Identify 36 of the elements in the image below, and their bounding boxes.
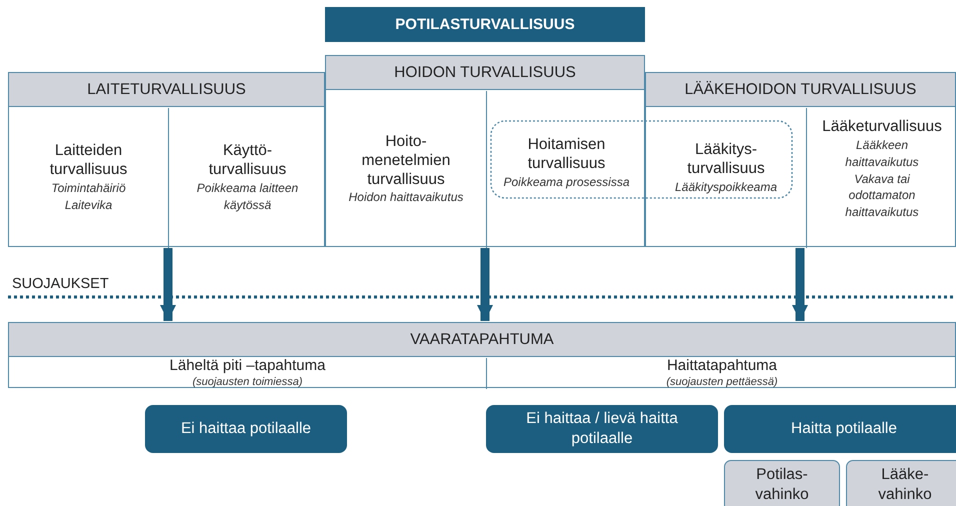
section-header: VAARATAPAHTUMA — [9, 323, 955, 357]
section-label: SUOJAUKSET — [12, 276, 109, 292]
cell-title: Laitteiden turvallisuus — [48, 142, 128, 180]
cell-title: Käyttö- turvallisuus — [208, 142, 288, 180]
arrow — [160, 248, 176, 321]
outcome-box: Ei haittaa potilaalle — [145, 405, 347, 453]
outcome-box: Ei haittaa / lievä haitta potilaalle — [486, 405, 718, 453]
cell-note: Lääkityspoikkeama — [674, 178, 778, 196]
cell-title: Hoitamisen turvallisuus — [526, 136, 606, 174]
title-box: POTILASTURVALLISUUS — [325, 7, 645, 42]
damage-box: Lääke- vahinko — [846, 460, 956, 506]
section-panel — [8, 72, 325, 247]
damage-box: Potilas- vahinko — [724, 460, 840, 506]
cell-title: Hoito- menetelmien turvallisuus — [360, 132, 452, 190]
cell-note: (suojausten pettäessä) — [666, 374, 778, 390]
section-header: LÄÄKEHOIDON TURVALLISUUS — [646, 73, 955, 107]
cell-title: Haittatapahtuma — [666, 356, 778, 375]
cell-note: Poikkeama laitteen käytössä — [196, 180, 300, 214]
cell-note: Vakava tai odottamaton haittavaikutus — [844, 170, 920, 221]
section-header: HOIDON TURVALLISUUS — [326, 56, 644, 90]
cell-title: Lääkitys- turvallisuus — [686, 141, 766, 179]
section-panel — [645, 72, 956, 247]
section-header: LAITETURVALLISUUS — [9, 73, 324, 107]
cell-note: Hoidon haittavaikutus — [348, 189, 464, 206]
cell-note: Poikkeama prosessissa — [503, 174, 630, 191]
outcome-box: Haitta potilaalle — [724, 405, 956, 453]
arrow — [792, 248, 808, 321]
arrow — [477, 248, 493, 321]
event-panel — [8, 322, 956, 388]
cell-note: (suojausten toimiessa) — [192, 374, 303, 390]
cell-note: Lääkkeen haittavaikutus — [844, 136, 920, 170]
cell-note: Laitevika — [64, 196, 112, 214]
cell-note: Toimintahäiriö — [51, 180, 126, 197]
cell-title: Läheltä piti –tapahtuma — [170, 356, 326, 375]
section-panel — [325, 55, 645, 247]
cell-title: Lääketurvallisuus — [822, 118, 942, 137]
